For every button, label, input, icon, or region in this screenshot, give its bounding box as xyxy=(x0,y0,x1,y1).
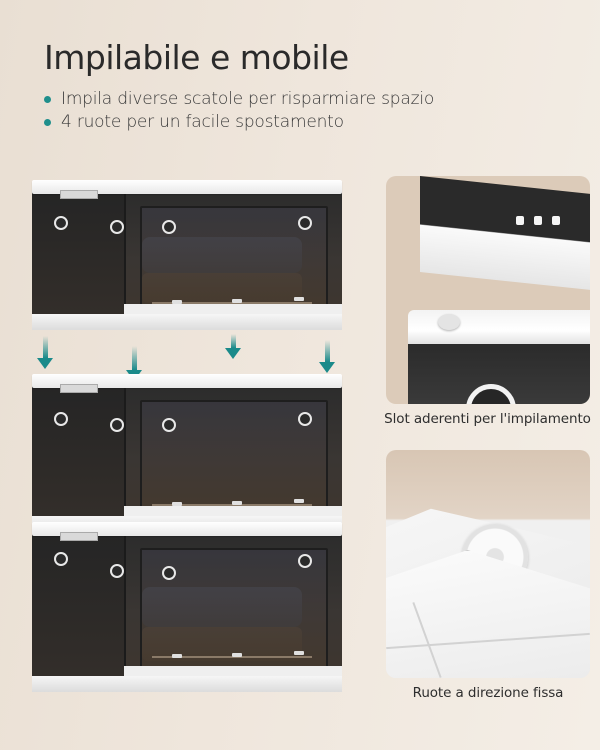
storage-box-top xyxy=(32,180,342,330)
arrow-down-icon xyxy=(37,336,53,369)
box-lid xyxy=(32,180,342,194)
feature-text: 4 ruote per un facile spostamento xyxy=(61,112,344,132)
knob-icon xyxy=(298,216,312,230)
detail-image-fixed-wheels xyxy=(386,450,590,678)
storage-box-middle xyxy=(32,374,342,532)
feature-item: 4 ruote per un facile spostamento xyxy=(44,111,434,134)
knob-icon xyxy=(110,418,124,432)
knob-icon xyxy=(298,554,312,568)
knob-icon xyxy=(110,220,124,234)
feature-text: Impila diverse scatole per risparmiare s… xyxy=(61,89,435,109)
knob-icon xyxy=(162,220,176,234)
knob-icon xyxy=(54,216,68,230)
storage-box-bottom xyxy=(32,522,342,692)
feature-item: Impila diverse scatole per risparmiare s… xyxy=(44,88,434,111)
knob-icon xyxy=(162,566,176,580)
stacking-peg xyxy=(438,314,460,330)
arrow-down-icon xyxy=(225,334,241,359)
knob-icon xyxy=(54,552,68,566)
detail-caption: Ruote a direzione fissa xyxy=(412,685,564,701)
feature-list: Impila diverse scatole per risparmiare s… xyxy=(44,88,434,134)
knob-icon xyxy=(162,418,176,432)
box-lid xyxy=(32,522,342,536)
page-title: Impilabile e mobile xyxy=(44,38,349,77)
bullet-dot-icon xyxy=(44,119,51,126)
knob-icon xyxy=(110,564,124,578)
detail-caption: Slot aderenti per l'impilamento xyxy=(384,411,591,427)
box-lid xyxy=(32,374,342,388)
arrow-down-icon xyxy=(319,340,335,373)
detail-image-stacking-slots xyxy=(386,176,590,404)
knob-icon xyxy=(54,412,68,426)
knob-icon xyxy=(298,412,312,426)
bullet-dot-icon xyxy=(44,96,51,103)
